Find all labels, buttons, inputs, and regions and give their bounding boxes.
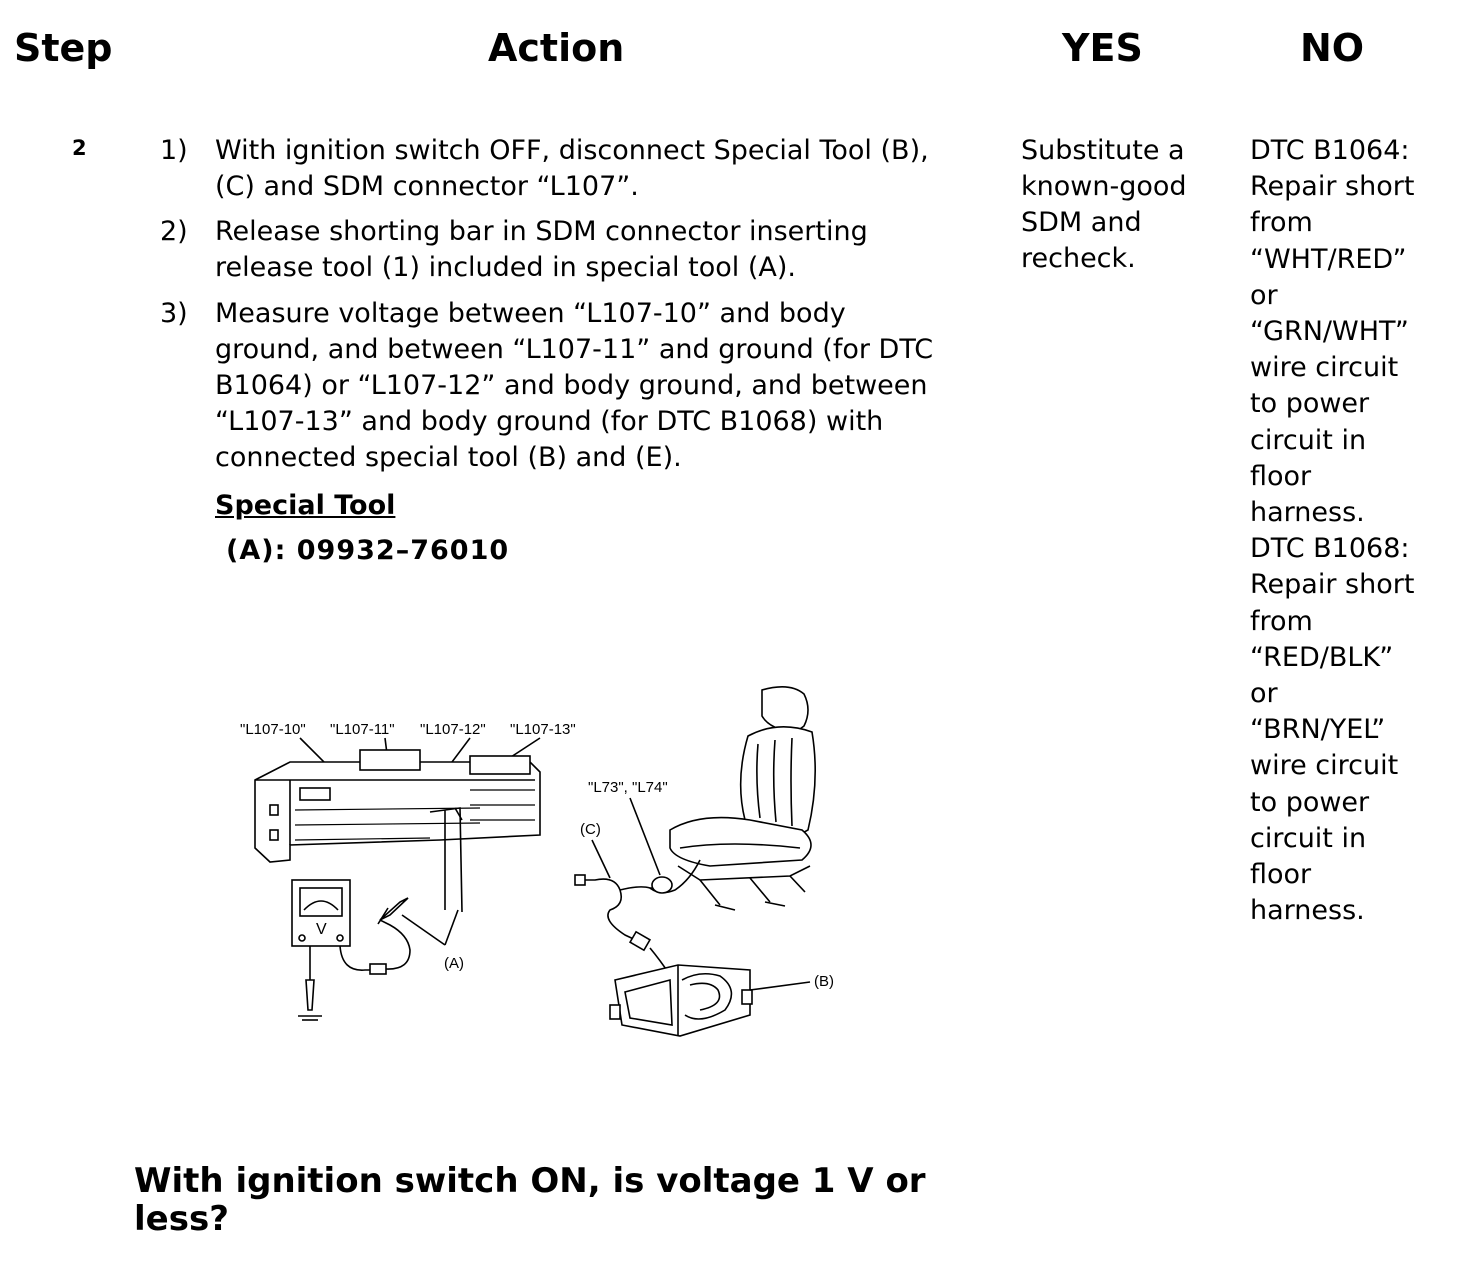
no-text-line: DTC B1068: — [1250, 533, 1410, 565]
wiring-diagram-figure: "L107-10" "L107-11" "L107-12" "L107-13" — [240, 686, 834, 1037]
special-tool-b — [609, 964, 811, 1037]
label-a-leaders — [401, 909, 459, 946]
header-step: Step — [14, 26, 113, 70]
connector-label-l107-12: "L107-12" — [420, 721, 486, 738]
special-tool-title: Special Tool — [215, 490, 396, 521]
no-text-line: or — [1250, 678, 1278, 710]
no-text-line: or — [1250, 279, 1278, 311]
label-c: (C) — [580, 821, 601, 838]
probe-lead — [339, 897, 411, 975]
no-text-line: from — [1250, 605, 1313, 637]
no-text-line: DTC B1064: — [1250, 135, 1410, 166]
seat-connector-label: "L73", "L74" — [588, 779, 668, 796]
action-item-number: 2) — [160, 216, 188, 247]
label-c-leader — [591, 839, 611, 879]
seat-connector-leader — [629, 797, 661, 876]
no-text-line: from — [1250, 207, 1313, 239]
connector-label-l107-10: "L107-10" — [240, 721, 306, 738]
action-item-text: Release shorting bar in SDM connector in… — [215, 216, 868, 283]
action-item-number: 1) — [160, 135, 188, 166]
yes-text-line: recheck. — [1021, 243, 1136, 274]
action-item-number: 3) — [160, 298, 188, 329]
no-text-line: floor — [1250, 859, 1312, 891]
yes-text-line: known-good — [1021, 171, 1187, 202]
no-text-line: wire circuit — [1250, 352, 1399, 384]
no-text-line: to power — [1250, 786, 1370, 818]
label-a: (A) — [444, 955, 464, 972]
no-text-line: to power — [1250, 388, 1370, 420]
header-yes: YES — [1062, 26, 1143, 70]
no-text-line: circuit in — [1250, 424, 1367, 456]
harness-c — [574, 874, 673, 976]
header-no: NO — [1300, 26, 1365, 70]
no-text-line: “BRN/YEL” — [1250, 714, 1386, 746]
no-text-line: “WHT/RED” — [1250, 243, 1407, 275]
connector-label-l107-11: "L107-11" — [330, 721, 395, 738]
special-tool-code: (A): 09932–76010 — [226, 535, 510, 566]
yes-text-line: Substitute a — [1021, 135, 1185, 166]
no-text-line: “RED/BLK” — [1250, 641, 1394, 673]
action-item-text: Measure voltage between “L107-10” and bo… — [215, 298, 934, 473]
no-text-line: Repair short — [1250, 569, 1415, 601]
label-b: (B) — [814, 973, 834, 990]
step-number: 2 — [72, 136, 87, 160]
question-text: With ignition switch ON, is voltage 1 V … — [134, 1161, 926, 1239]
action-item-text: With ignition switch OFF, disconnect Spe… — [215, 135, 929, 202]
header-action: Action — [488, 26, 625, 70]
no-text-line: floor — [1250, 460, 1312, 492]
voltmeter: V — [291, 879, 351, 1021]
voltmeter-letter: V — [316, 921, 327, 938]
connector-label-l107-13: "L107-13" — [510, 721, 576, 738]
no-text-line: harness. — [1250, 895, 1365, 927]
yes-text-line: SDM and — [1021, 207, 1142, 238]
no-text-line: harness. — [1250, 497, 1365, 529]
no-column: DTC B1064: Repair short from “WHT/RED” or “GR… — [1250, 133, 1465, 929]
no-text-line: wire circuit — [1250, 750, 1399, 782]
no-text-line: circuit in — [1250, 822, 1367, 854]
no-text-line: Repair short — [1250, 171, 1415, 203]
no-text-line: “GRN/WHT” — [1250, 316, 1409, 348]
vehicle-seat — [649, 686, 816, 911]
special-tool-a — [429, 807, 463, 913]
sdm-connector — [254, 749, 541, 863]
